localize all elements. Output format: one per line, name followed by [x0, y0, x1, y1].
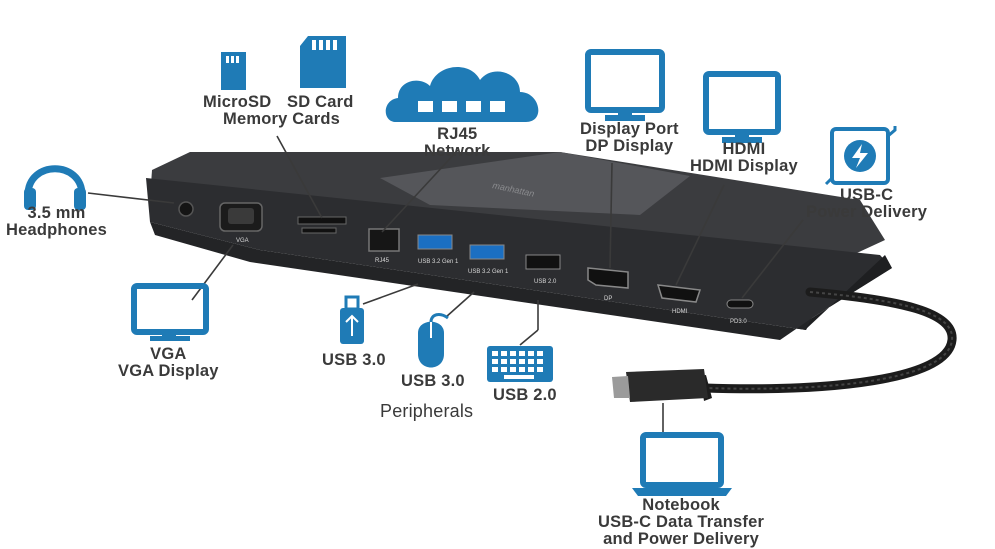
svg-text:RJ45: RJ45 — [375, 258, 390, 264]
vga-monitor-icon — [131, 283, 209, 341]
usb-port-1 — [417, 234, 453, 250]
svg-text:USB 3.2 Gen 1: USB 3.2 Gen 1 — [468, 269, 509, 275]
laptop-icon — [632, 432, 732, 496]
hdmi-monitor-icon — [703, 71, 781, 143]
microsd-slot — [301, 227, 337, 234]
hdmi-port — [656, 284, 702, 303]
sd-card-icon — [300, 36, 346, 88]
keyboard-icon — [487, 346, 553, 382]
label-usb30-mouse: USB 3.0 — [401, 372, 465, 390]
microsd-card-icon — [221, 52, 246, 90]
svg-text:VGA: VGA — [236, 238, 249, 244]
usb-port-3 — [525, 254, 561, 270]
rj45-port — [368, 228, 400, 252]
label-microsd: MicroSD — [203, 93, 272, 111]
svg-text:USB 3.2 Gen 1: USB 3.2 Gen 1 — [418, 259, 459, 265]
usb-drive-icon — [340, 295, 364, 344]
label-usb30-drive: USB 3.0 — [322, 351, 386, 369]
label-usb20-keyboard: USB 2.0 — [493, 386, 557, 404]
mouse-icon — [418, 313, 449, 368]
svg-text:PD3.0: PD3.0 — [730, 319, 747, 325]
power-delivery-icon — [824, 126, 897, 186]
svg-text:DP: DP — [604, 296, 612, 302]
leader-lines — [87, 135, 804, 433]
sd-card-slot — [297, 216, 347, 225]
usbc-cable — [612, 287, 957, 402]
displayport-monitor-icon — [585, 49, 665, 121]
headphones-icon — [24, 165, 86, 210]
displayport-port — [587, 267, 629, 289]
label-sd-card: SD Card — [287, 93, 354, 111]
usbc-pd-port — [726, 299, 754, 309]
usb-port-2 — [469, 244, 505, 260]
audio-jack — [178, 201, 194, 217]
label-memory-cards: Memory Cards — [223, 110, 341, 128]
docking-station: manhattan VGA RJ45 USB 3.2 Gen 1 USB 3.2… — [146, 152, 892, 340]
cloud-network-icon — [385, 67, 539, 122]
svg-text:USB 2.0: USB 2.0 — [534, 279, 557, 285]
svg-text:HDMI: HDMI — [672, 309, 688, 315]
label-peripherals: Peripherals — [380, 401, 474, 421]
